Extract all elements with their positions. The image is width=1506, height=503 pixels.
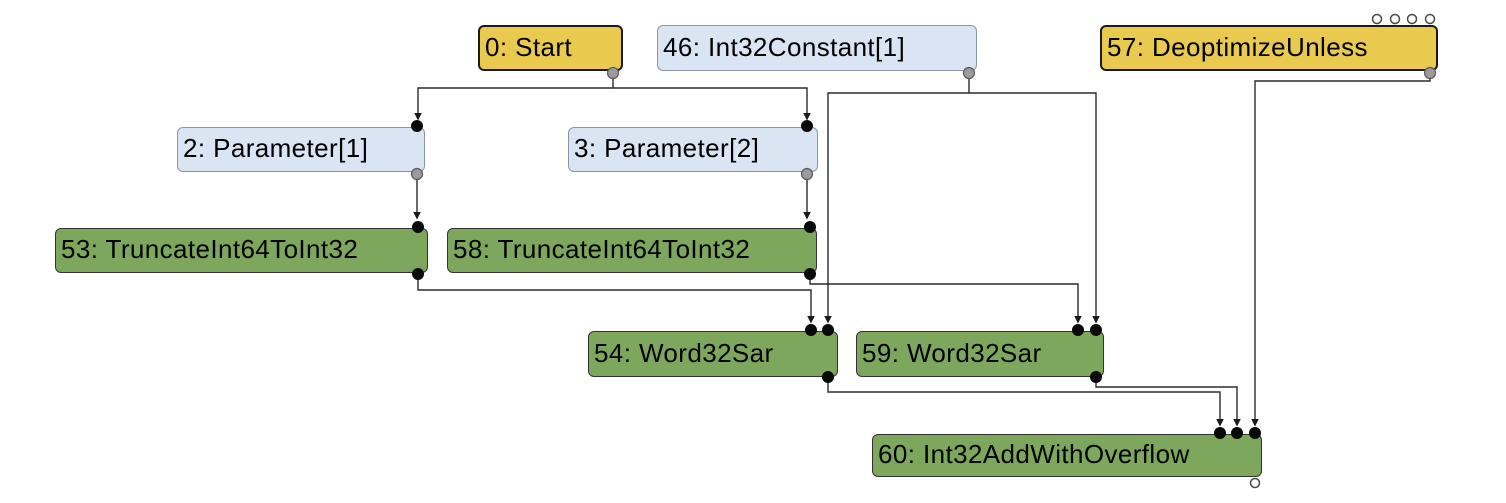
node-54-word32sar-label: 54: Word32Sar bbox=[594, 337, 774, 368]
node-57-deoptimizeunless[interactable]: 57: DeoptimizeUnless bbox=[1100, 25, 1438, 71]
node-59-word32sar[interactable]: 59: Word32Sar bbox=[856, 331, 1104, 377]
edge-start-to-parameter1 bbox=[414, 76, 614, 121]
edge-word32sar54-to-add60 bbox=[827, 380, 1224, 427]
edge-const46-to-word32sar59 bbox=[969, 92, 1100, 324]
edge-word32sar59-to-add60 bbox=[1095, 380, 1241, 427]
open-input-port-deoptimizeunless57-2 bbox=[1389, 13, 1401, 25]
node-53-truncateint64toint32-label: 53: TruncateInt64ToInt32 bbox=[61, 234, 359, 264]
node-3-parameter2[interactable]: 3: Parameter[2] bbox=[568, 127, 818, 172]
open-input-port-deoptimizeunless57-3 bbox=[1406, 13, 1418, 25]
edge-const46-to-word32sar54 bbox=[824, 76, 970, 324]
node-0-start[interactable]: 0: Start bbox=[478, 25, 623, 71]
edge-deoptimizeunless57-to-add60 bbox=[1251, 77, 1431, 427]
node-53-truncateint64toint32[interactable]: 53: TruncateInt64ToInt32 bbox=[55, 228, 428, 273]
node-3-parameter2-label: 3: Parameter[2] bbox=[574, 133, 760, 163]
node-2-parameter1-label: 2: Parameter[1] bbox=[183, 133, 369, 163]
node-58-truncateint64toint32[interactable]: 58: TruncateInt64ToInt32 bbox=[447, 228, 817, 273]
node-46-int32constant[interactable]: 46: Int32Constant[1] bbox=[657, 25, 977, 71]
node-59-word32sar-label: 59: Word32Sar bbox=[862, 337, 1042, 368]
open-input-port-deoptimizeunless57-4 bbox=[1424, 13, 1436, 25]
node-54-word32sar[interactable]: 54: Word32Sar bbox=[588, 331, 838, 377]
node-57-deoptimizeunless-label: 57: DeoptimizeUnless bbox=[1107, 31, 1368, 62]
node-60-int32addwithoverflow[interactable]: 60: Int32AddWithOverflow bbox=[872, 434, 1262, 477]
open-input-port-deoptimizeunless57-1 bbox=[1371, 13, 1383, 25]
edge-start-to-parameter2 bbox=[613, 87, 811, 121]
node-46-int32constant-label: 46: Int32Constant[1] bbox=[663, 31, 906, 62]
node-2-parameter1[interactable]: 2: Parameter[1] bbox=[177, 127, 425, 172]
edge-trunc58-to-word32sar59 bbox=[809, 277, 1082, 324]
node-60-int32addwithoverflow-label: 60: Int32AddWithOverflow bbox=[878, 439, 1190, 469]
node-58-truncateint64toint32-label: 58: TruncateInt64ToInt32 bbox=[453, 234, 751, 264]
open-output-port-add60 bbox=[1249, 477, 1261, 489]
node-0-start-label: 0: Start bbox=[485, 31, 573, 62]
edge-trunc53-to-word32sar54 bbox=[417, 277, 815, 324]
